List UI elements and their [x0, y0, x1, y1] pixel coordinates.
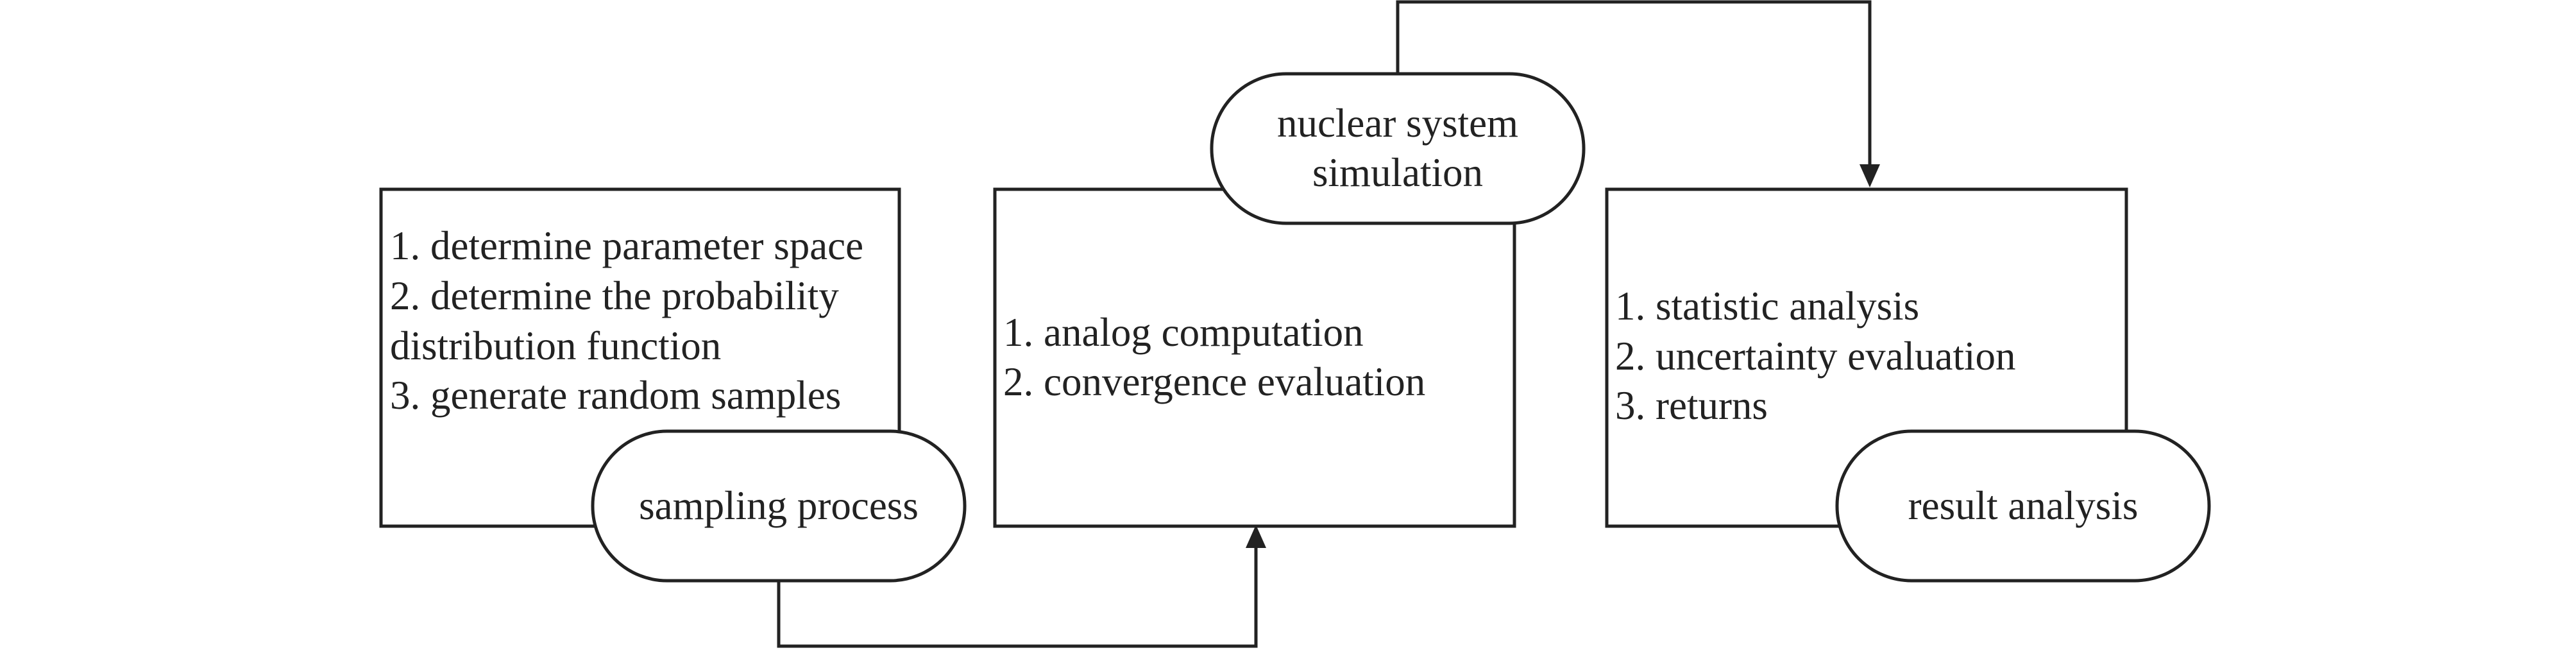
- result-block: 1. statistic analysis 2. uncertainty eva…: [1605, 187, 2211, 583]
- arrowhead-into-result-box: [1860, 164, 1880, 187]
- sampling-step-1: 1. determine parameter space: [390, 223, 863, 268]
- sampling-step-3: 3. generate random samples: [390, 373, 841, 418]
- connector-sampling-to-simulation: [777, 545, 1258, 648]
- simulation-label-line-1: nuclear system: [1277, 101, 1518, 146]
- sampling-step-2: 2. determine the probability: [390, 273, 839, 318]
- simulation-block: 1. analog computation 2. convergence eva…: [993, 72, 1586, 528]
- nuclear-system-simulation-pill: [1210, 72, 1586, 225]
- result-step-1: 1. statistic analysis: [1615, 284, 1919, 329]
- result-step-3: 3. returns: [1615, 383, 1768, 428]
- simulation-steps-box: [993, 187, 1516, 528]
- simulation-label-line-2: simulation: [1312, 150, 1483, 195]
- result-analysis-label: result analysis: [1908, 483, 2139, 528]
- sampling-block: 1. determine parameter space 2. determin…: [379, 187, 967, 583]
- sampling-step-2-continued: distribution function: [390, 323, 721, 368]
- sampling-process-pill: [591, 429, 967, 583]
- simulation-step-1: 1. analog computation: [1003, 310, 1364, 355]
- connector-simulation-to-result: [1396, 0, 1872, 167]
- arrowhead-into-simulation-box: [1246, 525, 1266, 548]
- result-step-2: 2. uncertainty evaluation: [1615, 334, 2016, 379]
- sampling-process-label: sampling process: [639, 483, 919, 528]
- result-analysis-pill: [1835, 429, 2211, 583]
- simulation-step-2: 2. convergence evaluation: [1003, 359, 1425, 404]
